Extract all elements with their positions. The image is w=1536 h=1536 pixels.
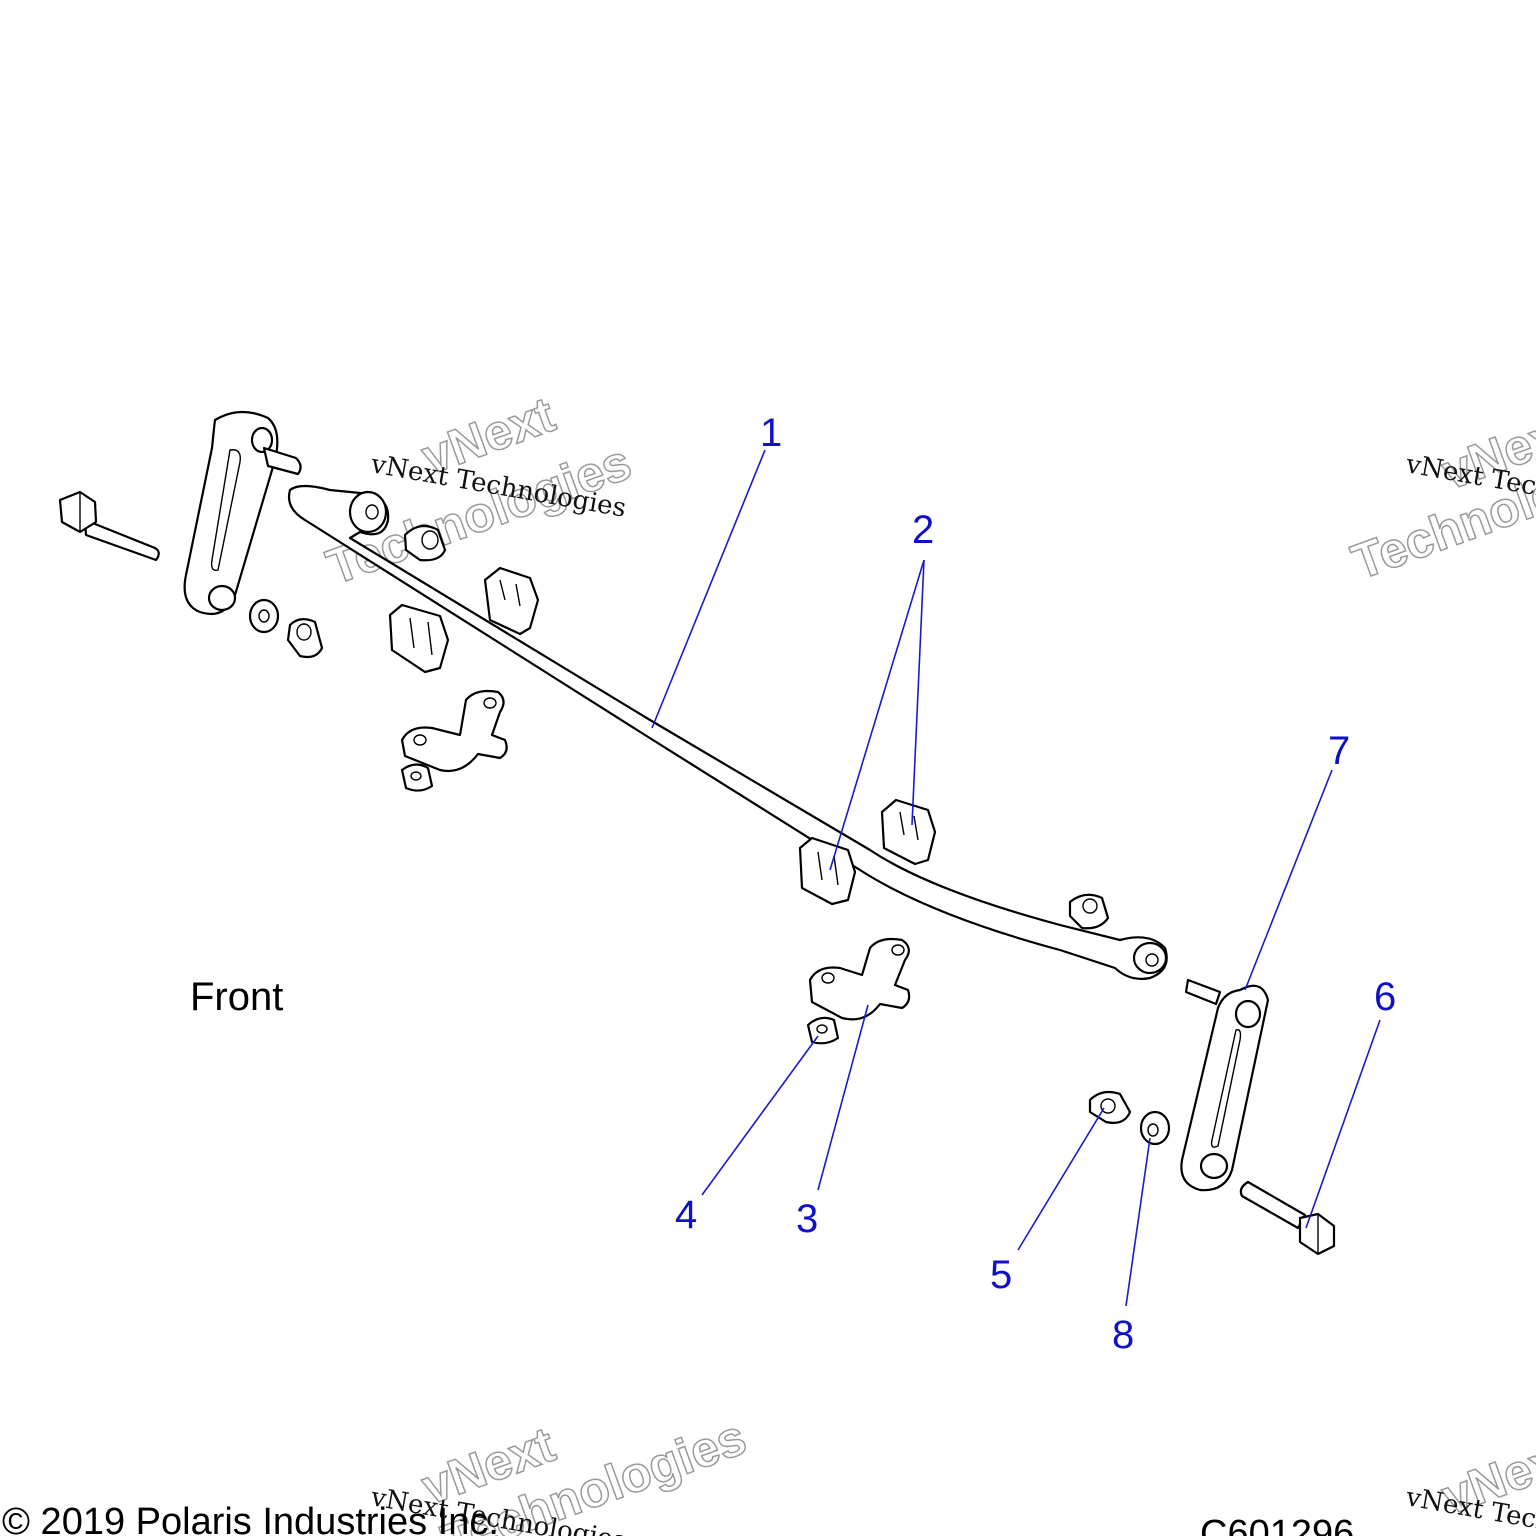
callout-2: 2: [912, 508, 934, 552]
leader-6: [1305, 1019, 1381, 1229]
right-washer: [1139, 1110, 1171, 1146]
front-orientation-label: Front: [190, 975, 283, 1019]
callouts: 1 2 3 4 5 6 7 8: [675, 411, 1396, 1357]
leader-lines: [651, 449, 1381, 1307]
right-clamp-nut: [806, 1016, 840, 1045]
callout-4: 4: [675, 1193, 697, 1237]
left-link-bolt: [58, 490, 160, 562]
left-nut: [286, 618, 324, 659]
left-bushing-upper: [483, 566, 540, 636]
right-end-bushing: [1068, 893, 1110, 930]
leader-2b: [911, 559, 925, 826]
right-nut: [1088, 1090, 1132, 1124]
figure-code: C601296: [1200, 1513, 1354, 1536]
leader-8: [1125, 1137, 1151, 1307]
right-sway-bar-link: [1180, 978, 1270, 1192]
callout-1: 1: [760, 411, 782, 455]
callout-5: 5: [990, 1253, 1012, 1297]
leader-2a: [829, 559, 925, 871]
watermark-top-left: vNext Technologies vNext Technologies: [319, 385, 639, 596]
right-bushing-upper: [880, 798, 937, 866]
right-link-bolt: [1239, 1180, 1336, 1256]
left-end-bushing: [403, 524, 447, 562]
leader-1: [651, 449, 766, 729]
left-clamp: [400, 689, 508, 772]
callout-8: 8: [1112, 1313, 1134, 1357]
left-bushing-lower: [388, 603, 450, 674]
leader-7: [1244, 769, 1333, 991]
left-sway-bar-link: [183, 410, 302, 616]
callout-7: 7: [1328, 729, 1350, 773]
callout-6: 6: [1374, 975, 1396, 1019]
watermark-top-right: vNext Technologies vNext Technologies: [1344, 400, 1536, 591]
right-bushing-lower: [798, 836, 857, 906]
sway-bar: [287, 484, 1168, 980]
callout-3: 3: [796, 1197, 818, 1241]
copyright-notice: © 2019 Polaris Industries Inc.: [2, 1501, 499, 1536]
left-clamp-nut: [400, 763, 434, 792]
leader-5: [1017, 1107, 1105, 1251]
right-clamp: [808, 937, 911, 1021]
left-washer: [248, 598, 280, 634]
watermark-bottom-right: vNext vNext Technologies: [1403, 1425, 1536, 1536]
leader-4: [701, 1035, 819, 1196]
leader-3: [817, 1004, 869, 1191]
